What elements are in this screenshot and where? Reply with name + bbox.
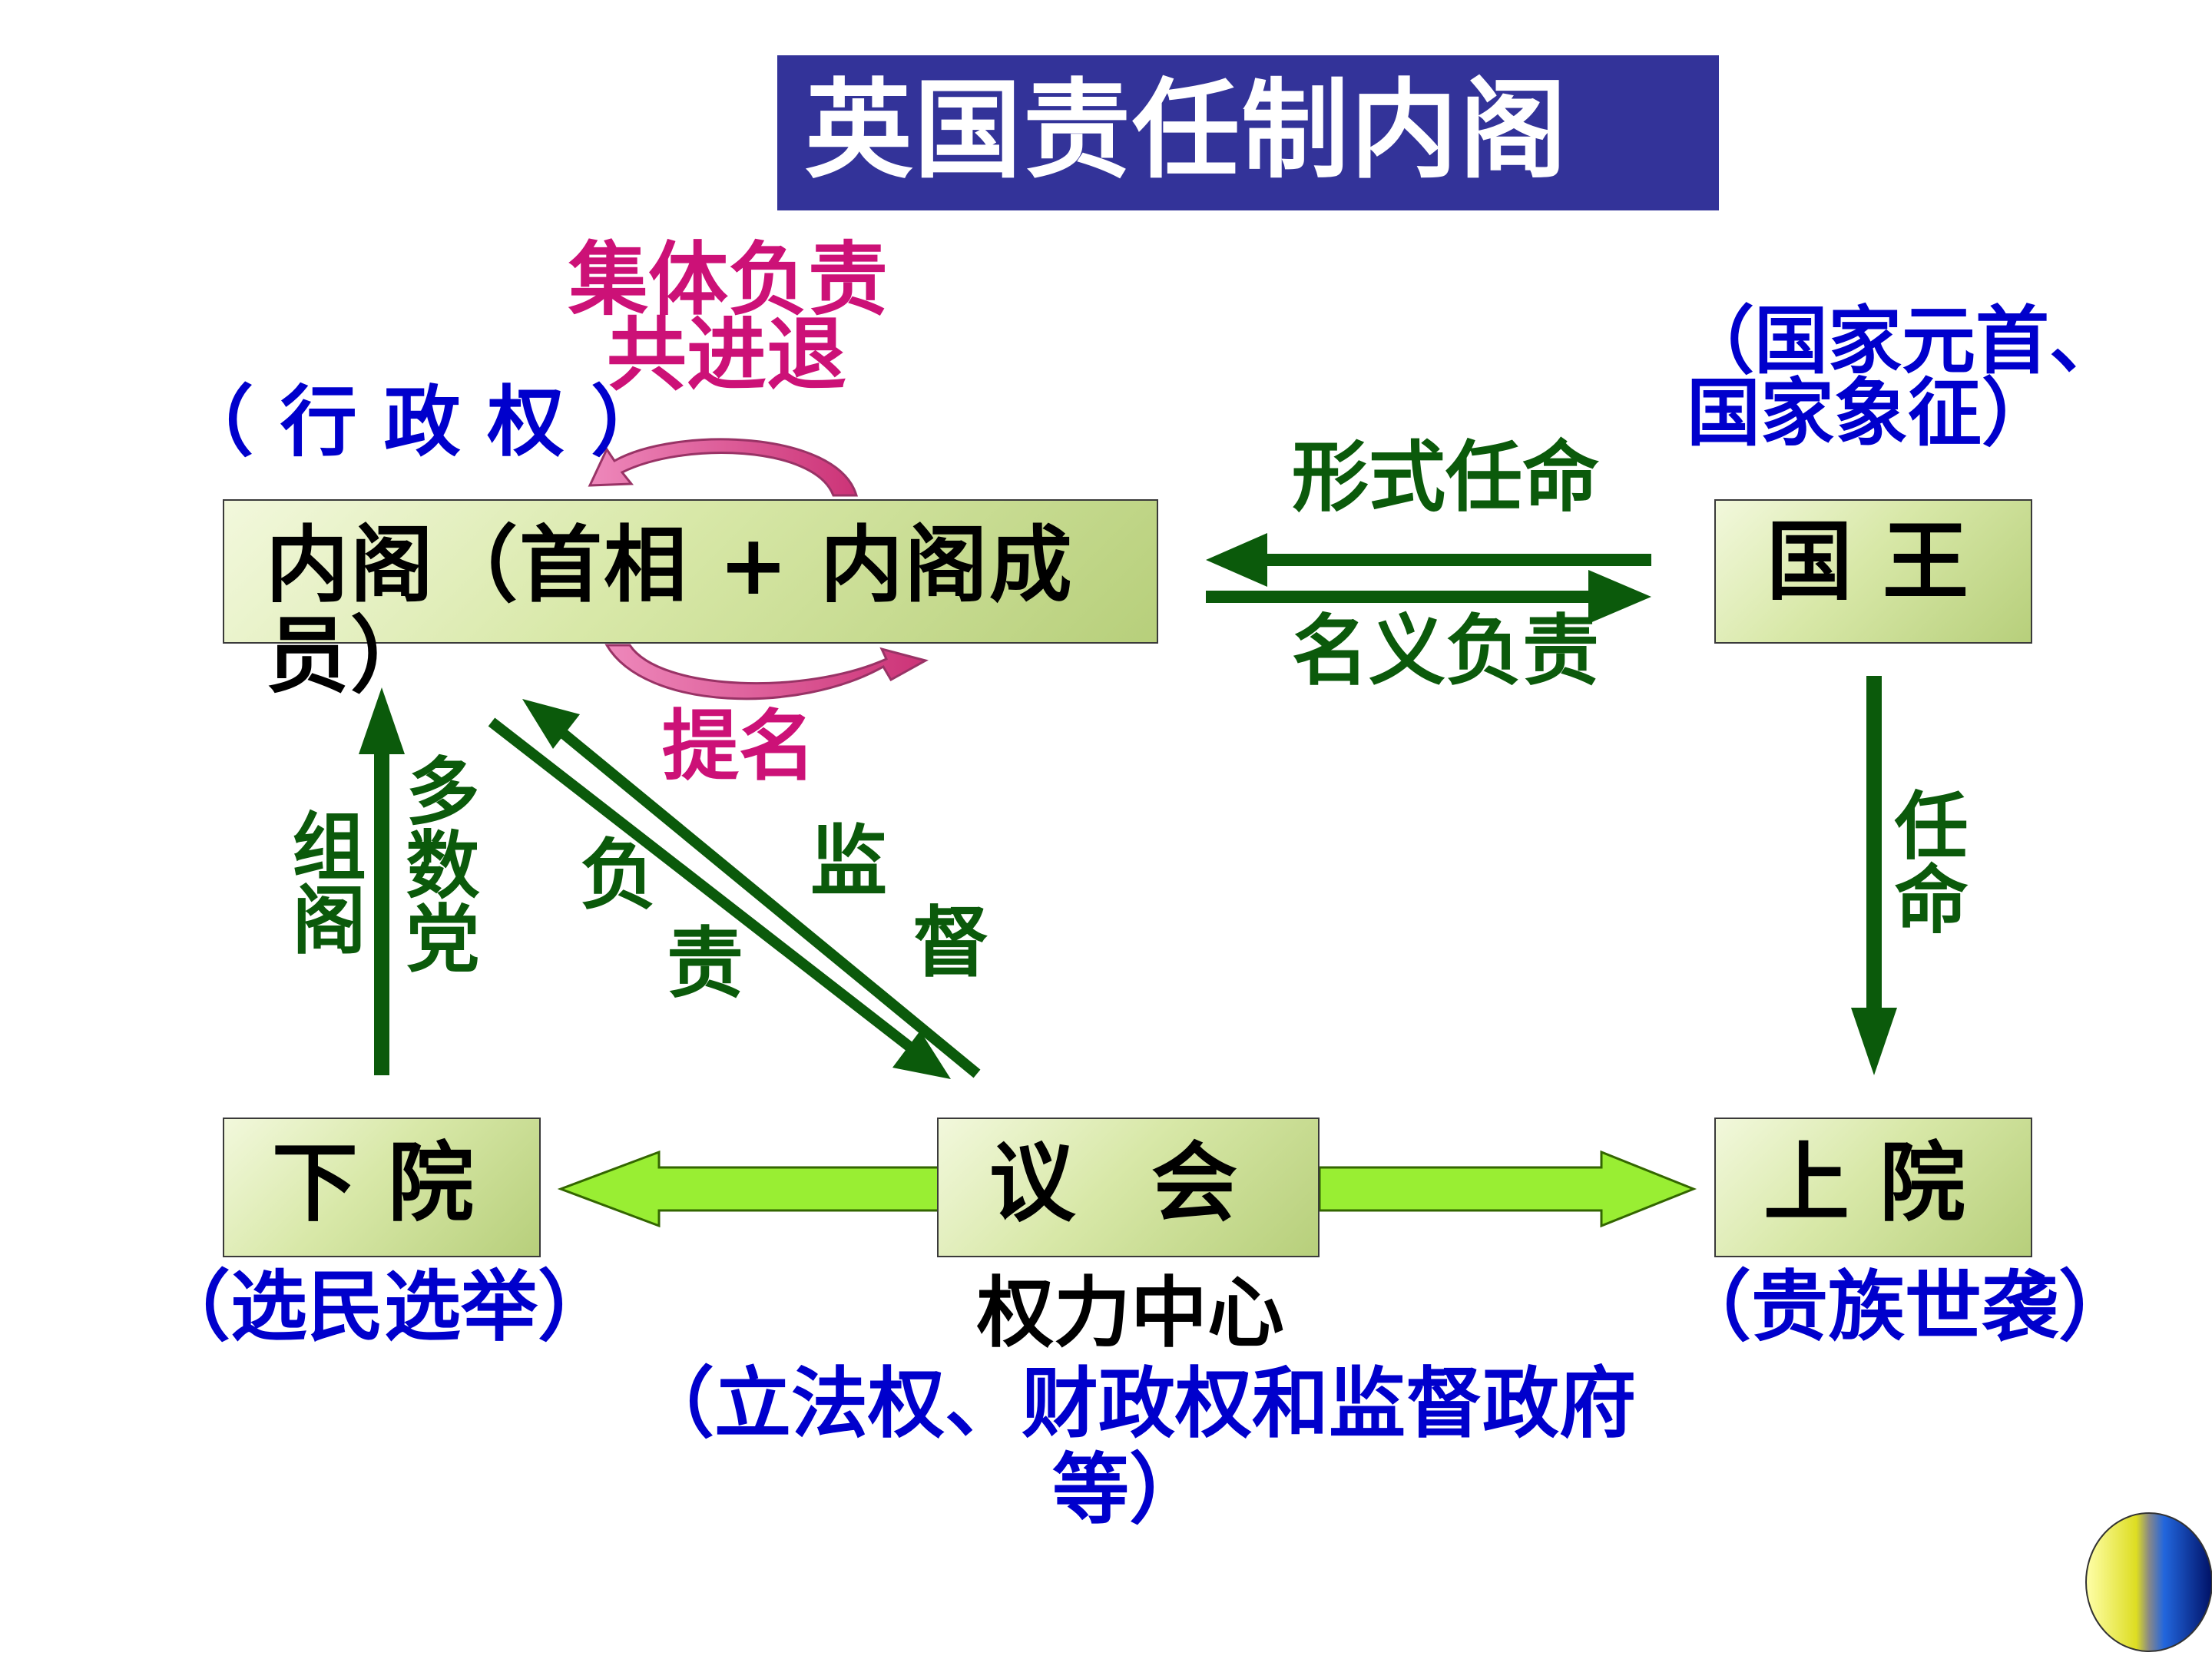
parliament-to-lower-arrow: [557, 1150, 940, 1228]
parliament-label: 议 会: [989, 1134, 1237, 1233]
appoint-arrow: [1851, 676, 1897, 1075]
collective-responsibility-line2: 共进退: [607, 308, 847, 402]
supervise-char-2: 督: [912, 898, 989, 988]
head-of-state-line1: （国家元首、: [1681, 298, 2123, 384]
form-cabinet-arrow: [359, 687, 405, 1075]
responsibility-arrow: [488, 717, 951, 1079]
lower-house-box: 下 院: [223, 1118, 541, 1257]
cabinet-box: 内阁（首相 + 内阁成员）: [223, 499, 1158, 702]
supervision-arrow: [522, 699, 981, 1078]
title-bar: 英国责任制内阁: [777, 55, 1719, 210]
power-center-label: 权力中心: [977, 1268, 1284, 1358]
king-label: 国 王: [1767, 512, 1969, 612]
collective-responsibility-line1: 集体负责: [568, 233, 889, 326]
nominal-responsibility-label: 名义负责: [1292, 606, 1599, 696]
sphere-icon: [2085, 1512, 2212, 1652]
parliament-box: 议 会: [937, 1118, 1320, 1257]
voters-election-note: （选民选举）: [154, 1262, 614, 1352]
upper-house-label: 上 院: [1763, 1134, 1965, 1233]
form-cabinet-label: 组阁: [280, 808, 366, 955]
page-title: 英国责任制内阁: [805, 68, 1569, 194]
supervise-char-1: 监: [810, 816, 887, 906]
parliament-to-upper-arrow: [1318, 1150, 1697, 1228]
cabinet-label: 内阁（首相 + 内阁成员）: [266, 518, 1074, 704]
nobles-hereditary-note: （贵族世袭）: [1674, 1262, 2135, 1352]
head-of-state-line2: 国家象征）: [1687, 370, 2055, 456]
parliament-powers-line1: （立法权、财政权和监督政府: [637, 1359, 1636, 1449]
majority-party-label: 多数党: [393, 753, 479, 974]
nominate-label: 提名: [662, 701, 816, 791]
formal-appoint-arrow: [1206, 533, 1651, 587]
upper-house-box: 上 院: [1714, 1118, 2032, 1257]
nominal-responsibility-arrow: [1206, 570, 1651, 624]
appoint-label: 任命: [1882, 787, 1968, 935]
nominate-curve-arrow: [604, 644, 929, 700]
lower-house-label: 下 院: [272, 1134, 474, 1233]
responsible-char-1: 负: [580, 830, 657, 920]
executive-power-note: （ 行 政 权 ）: [177, 377, 668, 467]
responsible-char-2: 责: [667, 919, 743, 1008]
parliament-powers-line2: 等）: [1052, 1445, 1206, 1535]
king-box: 国 王: [1714, 499, 2032, 644]
collective-curve-arrow: [588, 438, 859, 497]
formal-appoint-label: 形式任命: [1292, 432, 1599, 522]
